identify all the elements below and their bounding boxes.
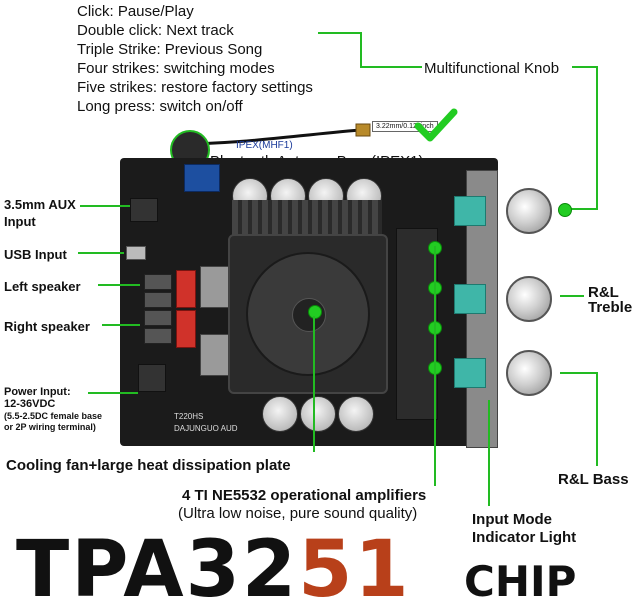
aux-input-label-2: Input bbox=[4, 214, 36, 229]
multifunctional-knob-label: Multifunctional Knob bbox=[424, 60, 560, 77]
speaker-terminal bbox=[144, 328, 172, 344]
callout-line-knob-v bbox=[596, 66, 598, 210]
usb-input-label: USB Input bbox=[4, 247, 67, 262]
red-capacitor bbox=[176, 310, 196, 348]
op-amps-label-1: 4 TI NE5532 operational amplifiers bbox=[182, 487, 427, 504]
bass-knob[interactable] bbox=[506, 350, 552, 396]
instruction-6: Long press: switch on/off bbox=[77, 98, 243, 115]
aux-input-label: 3.5mm AUX bbox=[4, 197, 76, 212]
power-input-label-2: 12-36VDC bbox=[4, 398, 56, 410]
callout-line-bass bbox=[560, 372, 598, 374]
power-jack bbox=[138, 364, 166, 392]
title-hot: 51 bbox=[298, 525, 411, 615]
ipex-label: IPEX(MHF1) bbox=[236, 140, 293, 151]
callout-line-aux bbox=[80, 205, 130, 207]
cooling-fan-label: Cooling fan+large heat dissipation plate bbox=[6, 457, 291, 474]
capacitor bbox=[338, 396, 374, 432]
callout-dot-fan bbox=[308, 305, 322, 319]
treble-label-1: R&L bbox=[588, 284, 619, 301]
input-mode-label-2: Indicator Light bbox=[472, 529, 577, 546]
callout-line-knob-h bbox=[572, 66, 598, 68]
title-suffix: CHIP bbox=[464, 557, 577, 606]
right-speaker-label: Right speaker bbox=[4, 319, 90, 334]
input-mode-label-1: Input Mode bbox=[472, 511, 552, 528]
callout-line-power bbox=[88, 392, 138, 394]
treble-knob[interactable] bbox=[506, 276, 552, 322]
speaker-terminal bbox=[144, 292, 172, 308]
callout-line-opamp bbox=[434, 246, 436, 486]
potentiometer bbox=[454, 196, 486, 226]
capacitor bbox=[262, 396, 298, 432]
callout-line-usb bbox=[78, 252, 124, 254]
bluetooth-module bbox=[184, 164, 220, 192]
callout-line-fan bbox=[313, 316, 315, 452]
usb-port bbox=[126, 246, 146, 260]
check-mark-icon bbox=[414, 108, 458, 142]
callout-line-indicator bbox=[488, 400, 490, 506]
power-input-label-1: Power Input: bbox=[4, 386, 71, 398]
instruction-5: Five strikes: restore factory settings bbox=[77, 79, 313, 96]
potentiometer bbox=[454, 284, 486, 314]
instruction-4: Four strikes: switching modes bbox=[77, 60, 275, 77]
callout-line-instructions-h bbox=[360, 66, 422, 68]
callout-line-knob-end bbox=[568, 208, 598, 210]
left-speaker-label: Left speaker bbox=[4, 279, 81, 294]
instruction-1: Click: Pause/Play bbox=[77, 3, 194, 20]
callout-line-instructions-v bbox=[360, 32, 362, 68]
capacitor bbox=[300, 396, 336, 432]
instruction-3: Triple Strike: Previous Song bbox=[77, 41, 263, 58]
callout-line-treble bbox=[560, 295, 584, 297]
title-dark: TPA32 bbox=[16, 525, 299, 615]
callout-dot-knob bbox=[558, 203, 572, 217]
power-input-label-4: or 2P wiring terminal) bbox=[4, 422, 96, 432]
callout-line-left-speaker bbox=[98, 284, 140, 286]
multifunctional-knob[interactable] bbox=[506, 188, 552, 234]
callout-line-instructions bbox=[318, 32, 362, 34]
callout-line-bass-v bbox=[596, 372, 598, 466]
potentiometer bbox=[454, 358, 486, 388]
bass-label: R&L Bass bbox=[558, 471, 629, 488]
op-amps-label-2: (Ultra low noise, pure sound quality) bbox=[178, 505, 418, 522]
red-capacitor bbox=[176, 270, 196, 308]
board-brand-label: DAJUNGUO AUD bbox=[174, 424, 238, 433]
speaker-terminal bbox=[144, 310, 172, 326]
product-title: TPA3251 bbox=[16, 530, 411, 610]
heat-sink bbox=[232, 200, 382, 240]
instruction-2: Double click: Next track bbox=[77, 22, 234, 39]
treble-label-2: Treble bbox=[588, 299, 633, 316]
callout-line-right-speaker bbox=[102, 324, 140, 326]
board-model-label: T220HS bbox=[174, 412, 204, 421]
aux-jack bbox=[130, 198, 158, 222]
power-input-label-3: (5.5-2.5DC female base bbox=[4, 411, 103, 421]
speaker-terminal bbox=[144, 274, 172, 290]
